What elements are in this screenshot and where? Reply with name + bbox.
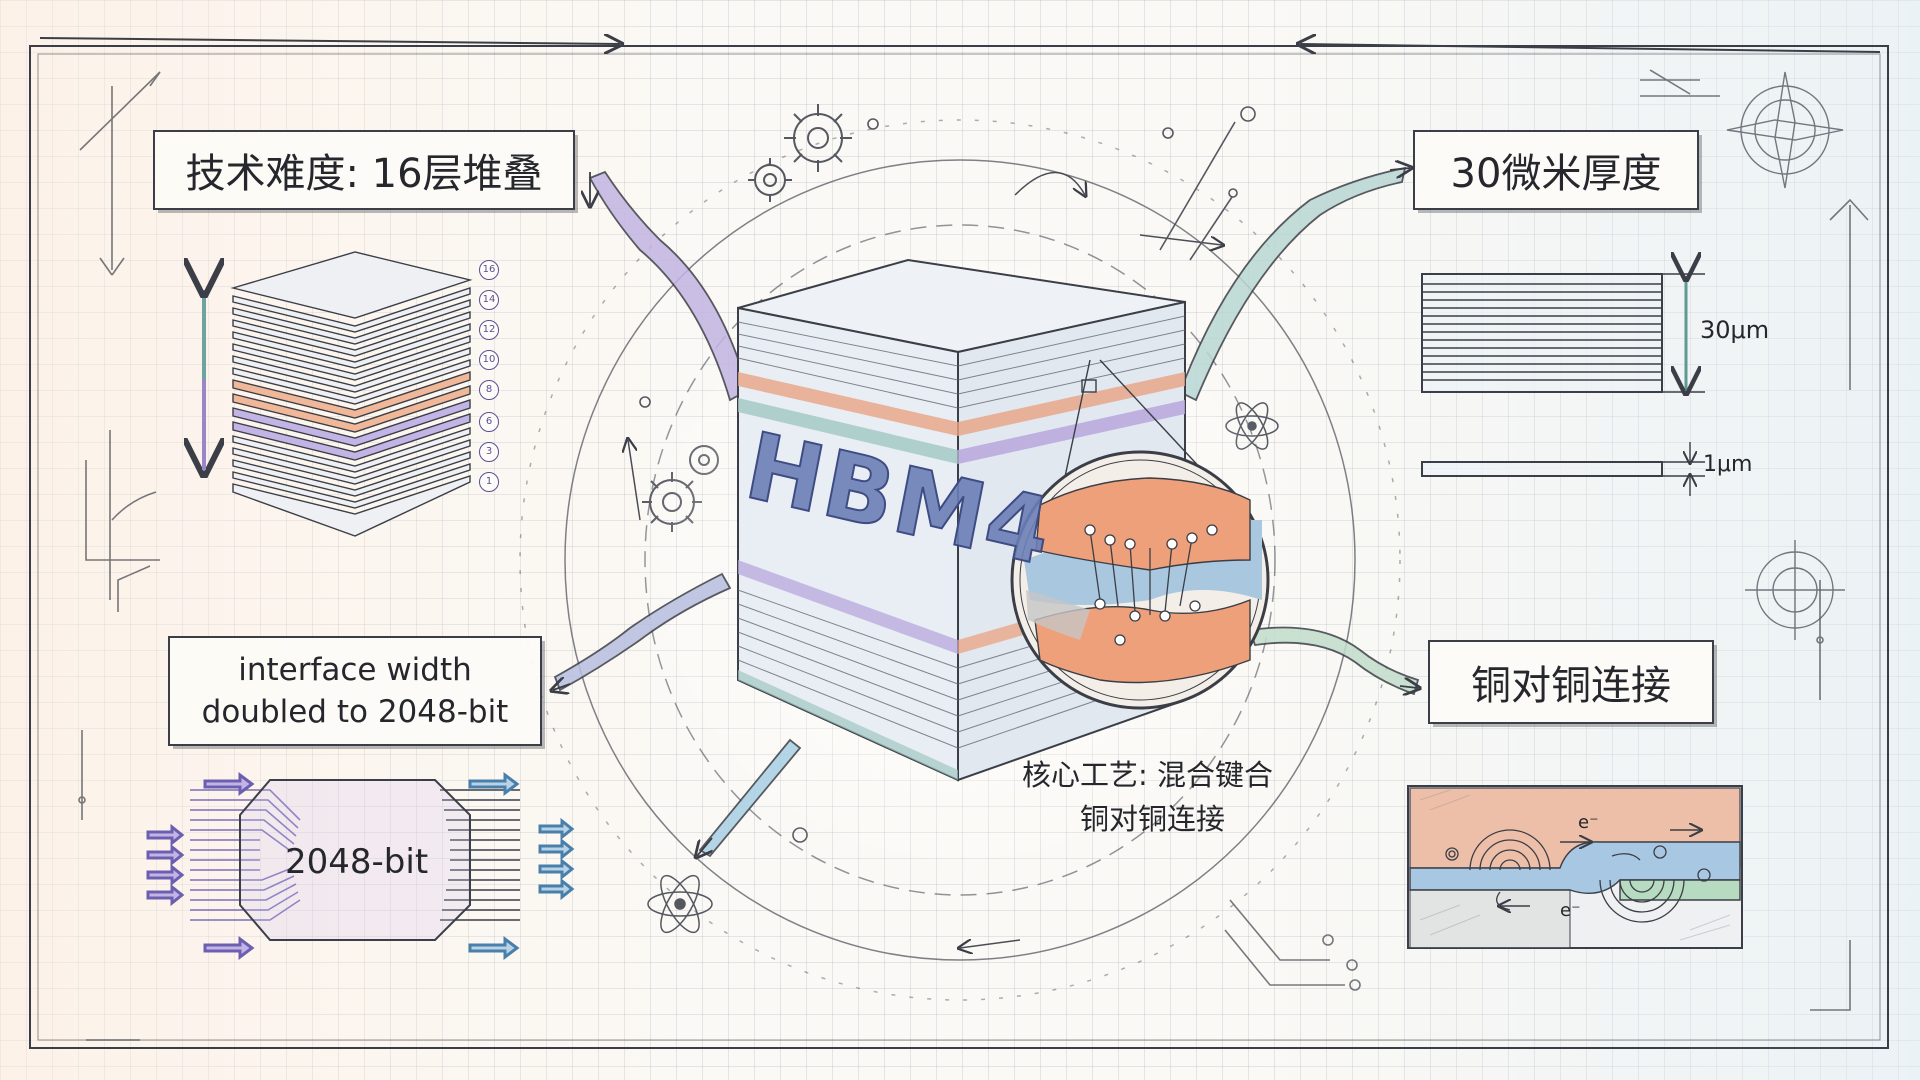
layer-number-badge: 14 bbox=[479, 290, 499, 310]
copper-connection-label: 铜对铜连接 bbox=[1428, 640, 1714, 724]
core-process-line-1: 核心工艺: 混合键合 bbox=[1022, 758, 1273, 792]
sketch-marks bbox=[78, 69, 1869, 1049]
bus-arrows bbox=[146, 772, 255, 960]
thickness-label: 30微米厚度 bbox=[1413, 130, 1699, 210]
outer-frame bbox=[29, 45, 1889, 1049]
bus-diagram bbox=[190, 779, 520, 941]
ribbon-arrows bbox=[553, 168, 1418, 856]
thickness-dim-total: 30μm bbox=[1700, 316, 1770, 344]
compass-icon bbox=[1726, 71, 1845, 640]
bonding-cross-section bbox=[1407, 785, 1743, 949]
layer-number-badge: 10 bbox=[479, 350, 499, 370]
layer-number-badge: 16 bbox=[479, 260, 499, 280]
difficulty-label: 技术难度: 16层堆叠 bbox=[153, 130, 575, 210]
frame-arrow-top-right bbox=[1300, 44, 1881, 52]
layer-number-badge: 1 bbox=[479, 472, 499, 492]
interface-label-line-2: doubled to 2048-bit bbox=[201, 694, 509, 730]
interface-label-line-1: interface width bbox=[238, 652, 472, 688]
frame-arrow-top-left bbox=[39, 38, 620, 44]
layer-number-badge: 8 bbox=[479, 380, 499, 400]
electron-label: e⁻ bbox=[1560, 900, 1581, 921]
core-process-line-2: 铜对铜连接 bbox=[1080, 802, 1226, 836]
layer-number-badge: 12 bbox=[479, 320, 499, 340]
hatching bbox=[1419, 789, 1731, 941]
bus-width-label: 2048-bit bbox=[285, 842, 429, 882]
layer-number-badge: 3 bbox=[479, 442, 499, 462]
magnifier-callout bbox=[1010, 359, 1270, 710]
layer-stack bbox=[230, 251, 473, 537]
thickness-dim-layer: 1μm bbox=[1703, 452, 1753, 477]
thickness-diagram bbox=[1421, 273, 1705, 496]
interface-width-label: interface width doubled to 2048-bit bbox=[168, 636, 542, 746]
electron-label: e⁻ bbox=[1578, 812, 1599, 833]
layer-number-badge: 6 bbox=[479, 412, 499, 432]
